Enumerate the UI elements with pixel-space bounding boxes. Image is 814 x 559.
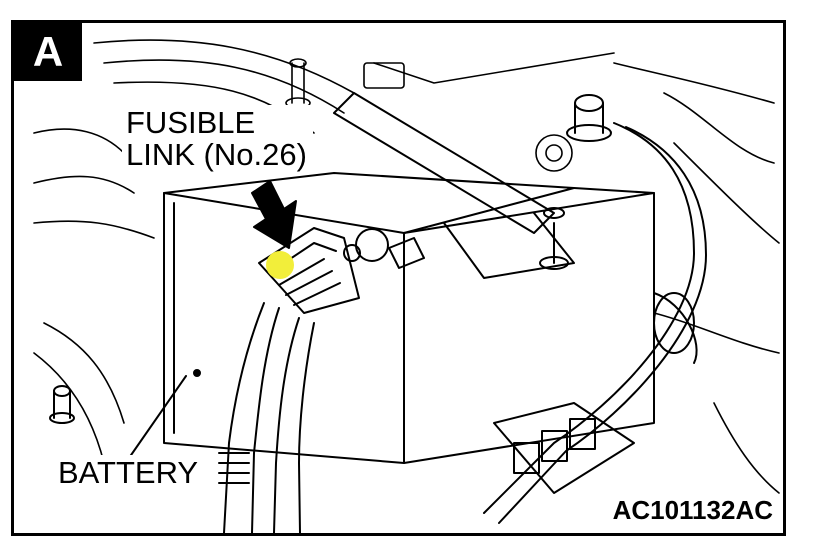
fusible-link-label-line2: LINK (No.26) <box>126 137 307 172</box>
fuse-box <box>493 292 698 494</box>
diagram-frame: A FUSIBLE LINK (No.26) BATTERY AC101132A… <box>11 20 786 536</box>
figure-code: AC101132AC <box>608 495 777 525</box>
fusible-link-label: FUSIBLE LINK (No.26) <box>122 105 313 171</box>
battery-label: BATTERY <box>54 455 203 488</box>
battery-leader-line <box>128 369 201 459</box>
fusible-link-highlight <box>266 251 294 279</box>
positive-terminal <box>483 94 707 524</box>
panel-letter-badge: A <box>14 23 82 81</box>
fusible-link-label-line1: FUSIBLE <box>126 105 256 140</box>
negative-cables <box>218 302 315 533</box>
battery-illustration <box>33 39 780 533</box>
left-bolt <box>49 385 75 424</box>
fusible-link <box>258 227 425 314</box>
arrow-icon <box>251 180 297 249</box>
engine-bay-background <box>33 39 780 494</box>
